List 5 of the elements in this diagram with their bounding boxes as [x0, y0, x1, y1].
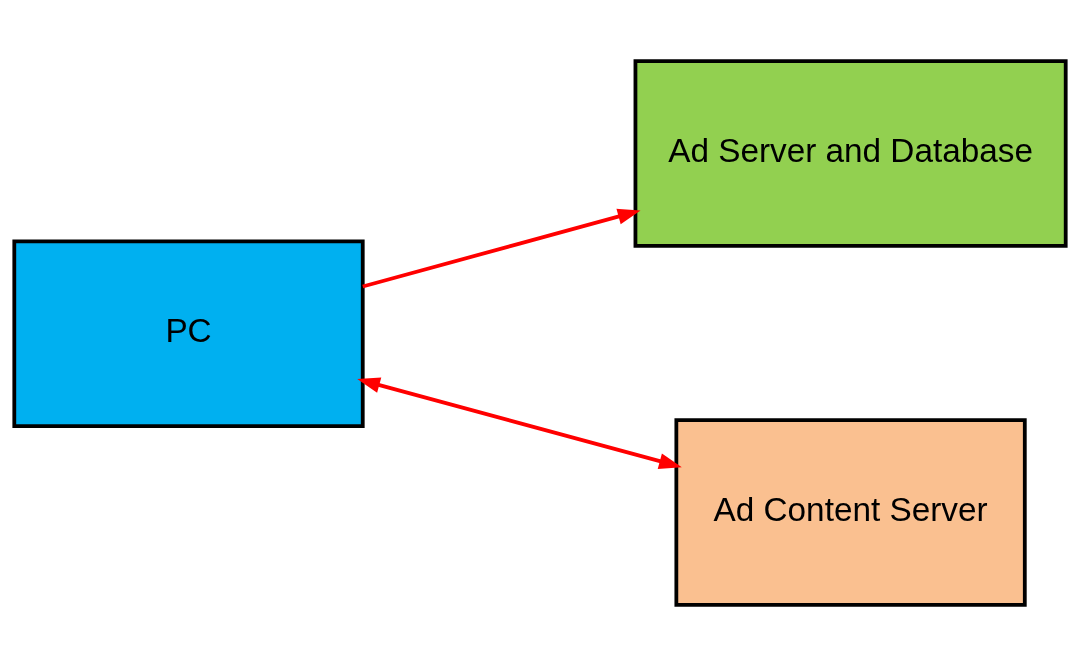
node-box: Ad Content Server: [674, 418, 1027, 607]
node-box: PC: [12, 239, 365, 429]
arrow: [362, 208, 641, 289]
arrow: [357, 377, 682, 469]
node-box: Ad Server and Database: [633, 59, 1068, 248]
